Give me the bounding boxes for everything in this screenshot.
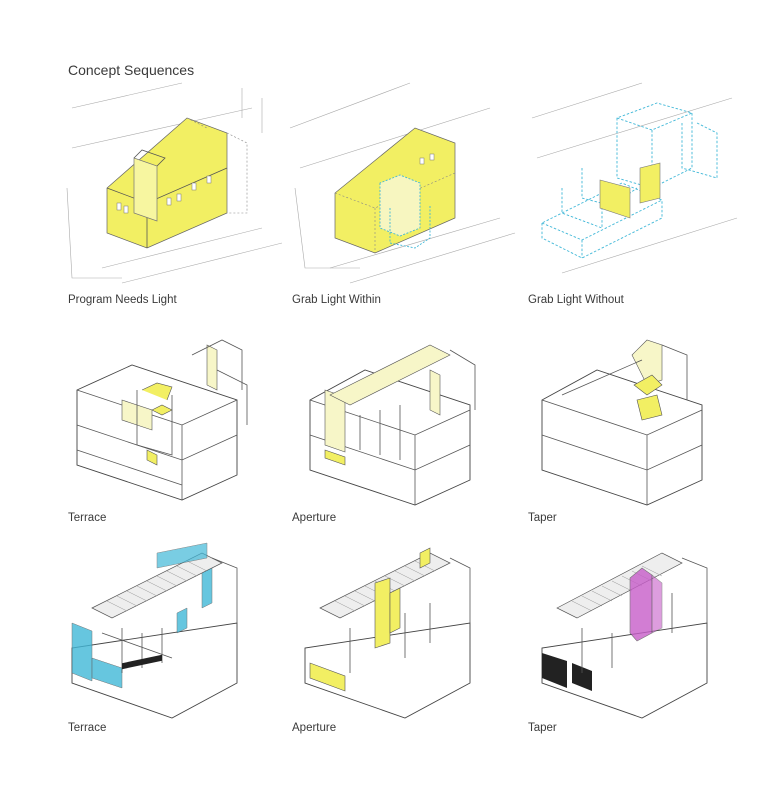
caption-terrace-1: Terrace [68, 512, 107, 524]
caption-taper-2: Taper [528, 722, 557, 734]
caption-terrace-2: Terrace [68, 722, 107, 734]
caption-grab-light-within: Grab Light Within [292, 294, 381, 306]
diagram-aperture-section [290, 315, 520, 515]
diagram-program-needs-light [62, 82, 292, 288]
diagram-terrace-section [62, 315, 292, 515]
caption-taper-1: Taper [528, 512, 557, 524]
diagram-grab-light-without [522, 82, 752, 288]
caption-aperture-1: Aperture [292, 512, 337, 524]
page-title: Concept Sequences [68, 62, 195, 78]
diagram-taper-render [522, 533, 752, 733]
caption-program-needs-light: Program Needs Light [68, 294, 177, 306]
caption-aperture-2: Aperture [292, 722, 337, 734]
diagram-taper-section [522, 315, 752, 515]
caption-grab-light-without: Grab Light Without [528, 294, 624, 306]
diagram-grab-light-within [289, 82, 520, 288]
diagram-terrace-render [62, 533, 292, 733]
diagram-aperture-render [290, 533, 520, 733]
